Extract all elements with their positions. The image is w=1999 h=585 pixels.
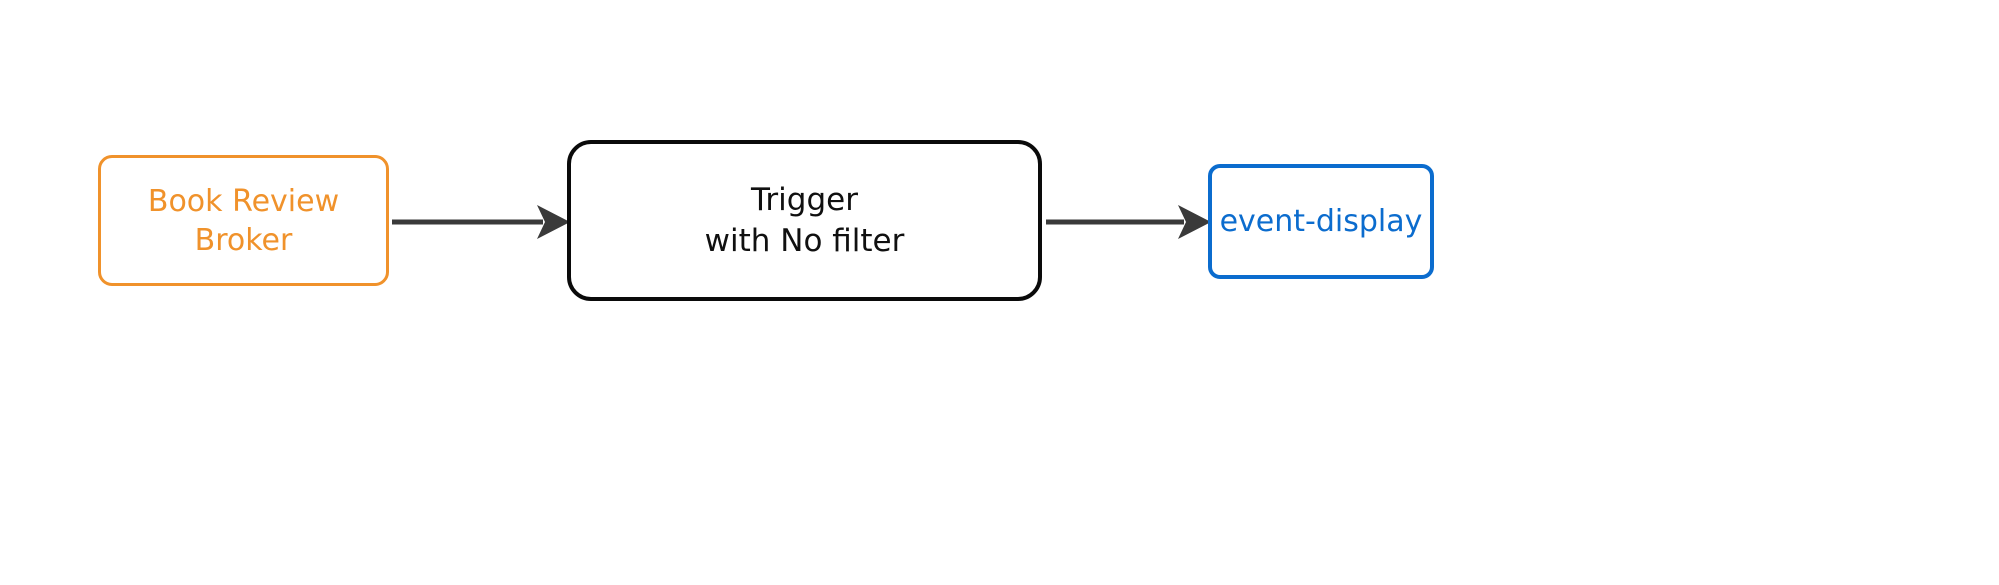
- node-label-trigger: Trigger with No filter: [704, 182, 905, 259]
- node-event-display[interactable]: event-display: [1208, 164, 1434, 279]
- node-label-source: Book Review Broker: [147, 183, 340, 258]
- node-book-review-broker[interactable]: Book Review Broker: [98, 155, 389, 286]
- edge-source-to-trigger: [392, 205, 570, 239]
- node-label-sink: event-display: [1219, 204, 1423, 239]
- edge-trigger-to-sink: [1046, 205, 1211, 239]
- node-trigger[interactable]: Trigger with No filter: [567, 140, 1042, 301]
